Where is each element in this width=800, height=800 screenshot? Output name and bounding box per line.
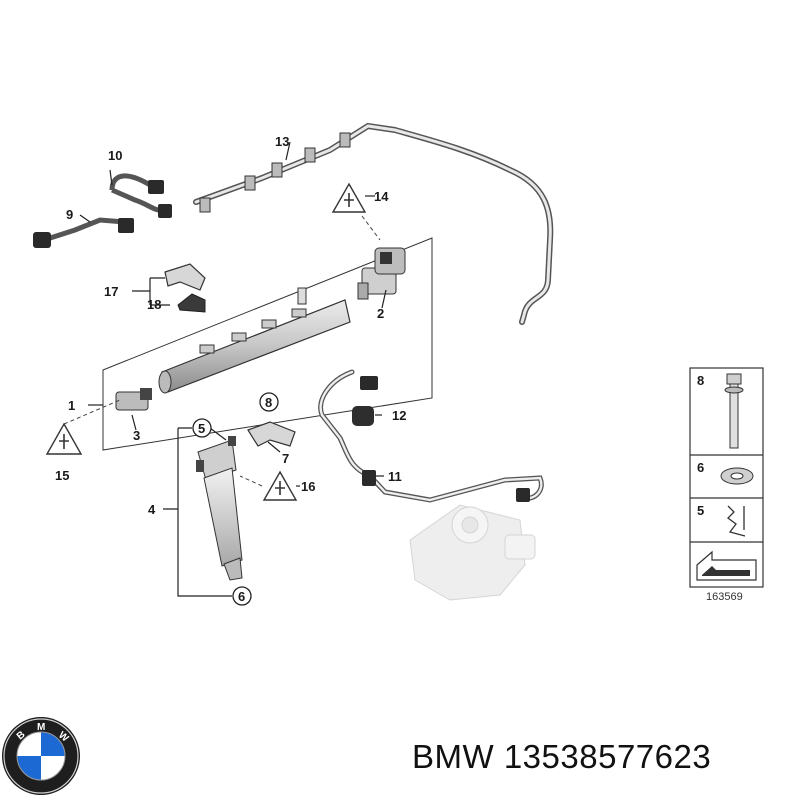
legend-item-5: 5 (697, 503, 704, 518)
warning-triangle-16-icon (262, 470, 298, 501)
legend-item-8: 8 (697, 373, 704, 388)
brand-name: BMW (412, 738, 495, 775)
legend-item-6: 6 (697, 460, 704, 475)
callout-18: 18 (147, 297, 161, 312)
callout-13: 13 (275, 134, 289, 149)
callout-17: 17 (104, 284, 118, 299)
footer-part-label: BMW 13538577623 (412, 738, 711, 776)
bolt-icon (724, 373, 744, 449)
callout-3: 3 (133, 428, 140, 443)
clamp-7 (247, 421, 296, 447)
callout-5: 5 (198, 421, 205, 436)
hp-line-11 (318, 369, 544, 503)
parts-legend: 8 6 5 (689, 367, 764, 588)
grommet-12 (352, 406, 374, 426)
callout-8: 8 (265, 395, 272, 410)
callout-1: 1 (68, 398, 75, 413)
washer-icon (720, 467, 754, 485)
hp-pump-ghost (409, 504, 536, 601)
part-number: 13538577623 (503, 738, 712, 775)
callout-10: 10 (108, 148, 122, 163)
callout-14: 14 (374, 189, 389, 204)
callout-4: 4 (148, 502, 156, 517)
pressure-valve-2 (357, 247, 406, 300)
hose-10 (109, 173, 172, 218)
rail-assembly-frame (102, 237, 433, 451)
callout-15: 15 (55, 468, 69, 483)
injector-4 (196, 436, 243, 581)
clip-icon (727, 505, 746, 537)
callout-7: 7 (282, 451, 289, 466)
svg-text:M: M (37, 722, 45, 733)
callout-9: 9 (66, 207, 73, 222)
pressure-sensor-3 (115, 388, 152, 411)
callout-16: 16 (301, 479, 315, 494)
warning-triangle-14-icon (331, 182, 367, 213)
hose-9 (33, 217, 134, 248)
bracket-18 (177, 293, 206, 313)
direction-arrow-icon (696, 550, 757, 581)
callout-6: 6 (238, 589, 245, 604)
diagram-number: 163569 (706, 591, 743, 603)
warning-triangle-15-icon (45, 422, 83, 455)
bracket-17 (164, 263, 206, 291)
return-line-13 (193, 122, 554, 325)
callout-11: 11 (388, 469, 402, 484)
fuel-rail-1 (158, 287, 351, 394)
callout-2: 2 (377, 306, 384, 321)
bmw-logo-icon: B M W (2, 717, 80, 795)
callout-12: 12 (392, 408, 406, 423)
